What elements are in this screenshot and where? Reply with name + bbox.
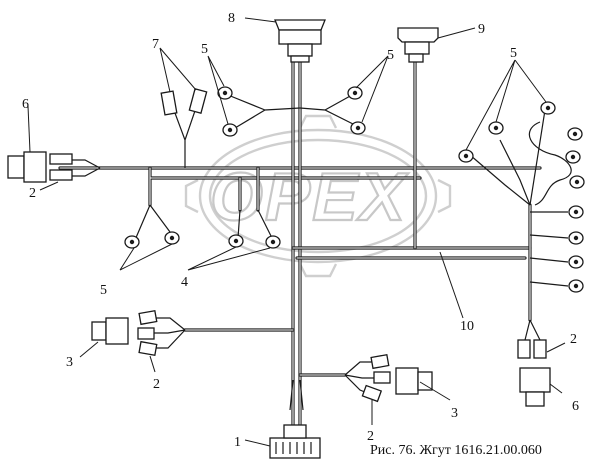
ring-terminal <box>568 231 584 245</box>
watermark-logo: OPEX <box>184 114 452 278</box>
connector-3-left <box>91 309 158 357</box>
ring-terminal <box>458 149 474 163</box>
connector-9 <box>397 27 439 63</box>
callout-6: 6 <box>22 97 29 112</box>
terminal-group-5 <box>124 86 585 293</box>
ring-terminal <box>568 255 584 269</box>
callout-10: 10 <box>460 319 474 334</box>
callout-3: 3 <box>451 406 458 421</box>
ring-terminal <box>164 231 180 245</box>
callout-8: 8 <box>228 11 235 26</box>
callout-2: 2 <box>153 377 160 392</box>
callout-7: 7 <box>152 37 159 52</box>
leader-lines <box>27 17 566 447</box>
harness-wire-path <box>239 167 259 211</box>
harness-wire-path <box>149 167 421 206</box>
ring-terminal <box>568 205 584 219</box>
callout-5: 5 <box>100 283 107 298</box>
ring-terminal <box>569 175 585 189</box>
callout-5: 5 <box>387 48 394 63</box>
ring-terminal <box>565 150 581 164</box>
connector-1 <box>269 424 321 459</box>
watermark-text: OPEX <box>210 159 409 235</box>
callouts: 1 2 2 2 2 3 3 4 5 5 5 5 6 6 7 8 9 10 <box>22 11 579 450</box>
harness-wires <box>58 58 542 442</box>
callout-2: 2 <box>367 429 374 444</box>
ring-terminal <box>488 121 504 135</box>
callout-5: 5 <box>201 42 208 57</box>
figure-caption: Рис. 76. Жгут 1616.21.00.060 <box>370 443 542 458</box>
ring-terminal <box>222 123 238 137</box>
connector-7 <box>160 88 208 116</box>
ring-terminal <box>228 234 244 248</box>
ring-terminal <box>217 86 233 100</box>
callout-1: 1 <box>234 435 241 450</box>
ring-terminal <box>350 121 366 135</box>
ring-terminal <box>568 279 584 293</box>
callout-9: 9 <box>478 22 485 37</box>
callout-5: 5 <box>510 46 517 61</box>
callout-2: 2 <box>570 332 577 347</box>
callout-3: 3 <box>66 355 73 370</box>
ring-terminal <box>265 235 281 249</box>
connector-6-right <box>517 339 551 407</box>
ring-terminal <box>124 235 140 249</box>
ring-terminal <box>540 101 556 115</box>
ring-terminal <box>347 86 363 100</box>
callout-4: 4 <box>181 275 188 290</box>
connector-6-left <box>7 151 73 183</box>
connector-3-right <box>361 353 433 403</box>
ring-terminal <box>567 127 583 141</box>
connector-8 <box>274 19 326 63</box>
callout-6: 6 <box>572 399 579 414</box>
callout-2: 2 <box>29 186 36 201</box>
